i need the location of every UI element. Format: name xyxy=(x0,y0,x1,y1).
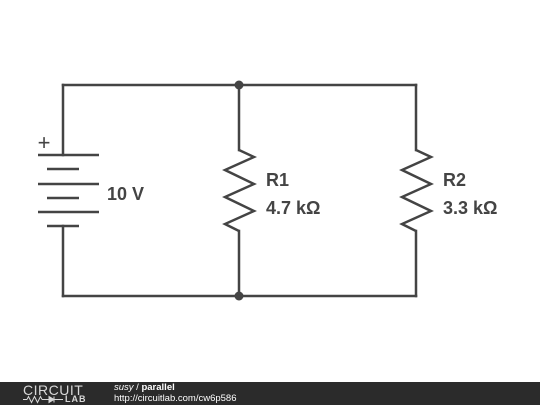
footer-info: susy / parallel http://circuitlab.com/cw… xyxy=(114,382,237,404)
author-title-separator: / xyxy=(133,382,142,393)
bottom-junction-dot xyxy=(234,291,244,301)
battery-value-label: 10 V xyxy=(107,184,144,204)
r2-name-label: R2 xyxy=(443,170,466,190)
battery-plus-sign: + xyxy=(38,130,51,155)
logo-wordmark-top: CIRCUIT xyxy=(23,382,84,398)
r1-value-label: 4.7 kΩ xyxy=(266,198,320,218)
logo-resistor-diode-icon xyxy=(23,395,63,404)
footer-author-line: susy / parallel xyxy=(114,382,237,394)
top-junction-dot xyxy=(234,80,244,90)
circuitlab-logo[interactable]: CIRCUIT LAB xyxy=(23,383,105,404)
r2-resistor-symbol[interactable] xyxy=(399,148,435,233)
logo-wordmark-bottom: LAB xyxy=(23,394,105,404)
circuit-title[interactable]: parallel xyxy=(141,382,175,393)
author-name[interactable]: susy xyxy=(114,382,134,393)
r2-value-label: 3.3 kΩ xyxy=(443,198,497,218)
battery-symbol[interactable] xyxy=(38,153,99,228)
r1-resistor-symbol[interactable] xyxy=(222,148,258,233)
circuit-url[interactable]: http://circuitlab.com/cw6p586 xyxy=(114,392,237,404)
logo-lab-text: LAB xyxy=(65,394,87,404)
circuit-schematic: + 10 V R1 4.7 kΩ R2 3.3 kΩ xyxy=(38,80,497,301)
footer-bar: CIRCUIT LAB susy / parallel xyxy=(0,382,540,405)
r1-name-label: R1 xyxy=(266,170,289,190)
